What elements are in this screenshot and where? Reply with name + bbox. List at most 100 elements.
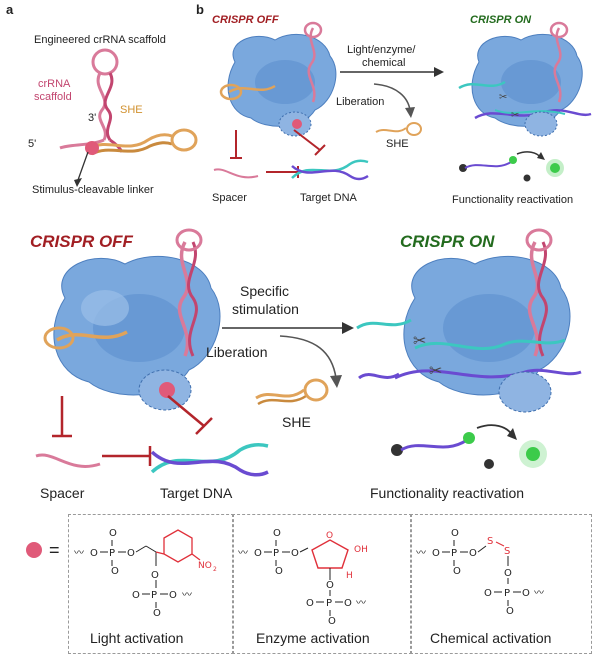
svg-text:O: O — [132, 590, 140, 601]
panel-b-reactivation: Functionality reactivation — [452, 194, 574, 206]
svg-text:O: O — [291, 548, 299, 559]
main-reporter — [391, 424, 547, 469]
crrna-label-line1: crRNA — [38, 78, 71, 90]
svg-text:O: O — [90, 548, 98, 559]
panel-b-stim-arrow — [340, 67, 444, 77]
oh-text: OH — [354, 545, 368, 555]
no2-subscript: 2 — [213, 566, 217, 573]
panel-a-letter: a — [6, 2, 14, 17]
svg-text:〰: 〰 — [74, 548, 84, 559]
svg-text:P: P — [326, 598, 332, 609]
panel-b-target-label: Target DNA — [300, 192, 357, 204]
svg-text:O: O — [111, 566, 119, 577]
svg-text:O: O — [273, 528, 281, 539]
panel-b-spacer-strand — [213, 168, 259, 179]
panel-b-reporter — [459, 151, 564, 182]
panel-b-liberation: Liberation — [336, 96, 385, 108]
prime-3-label: 3' — [88, 112, 97, 124]
svg-text:O: O — [127, 548, 135, 559]
svg-text:✂: ✂ — [429, 361, 442, 380]
svg-text:O: O — [506, 606, 514, 617]
enzyme-activation-label: Enzyme activation — [256, 630, 370, 646]
svg-text:O: O — [169, 590, 177, 601]
main-off-title: CRISPR OFF — [30, 232, 133, 251]
light-linker-structure: 〰 O P O O O NO 2 O O P O 〰 O — [74, 528, 217, 619]
main-target-dna — [150, 443, 269, 477]
main-liberation-arrow — [279, 335, 342, 388]
panel-b-letter: b — [196, 2, 204, 17]
svg-text:〰: 〰 — [182, 590, 192, 601]
main-spacer-label: Spacer — [40, 485, 85, 501]
panel-b-on-title: CRISPR ON — [470, 14, 532, 26]
svg-text:O: O — [504, 568, 512, 579]
chem-box-enzyme — [232, 514, 412, 654]
svg-text:✂: ✂ — [413, 331, 426, 350]
linker-ball-legend — [26, 542, 42, 558]
chem-box-chemical — [410, 514, 592, 654]
linker-arrow-a — [74, 151, 89, 187]
panel-b-target-dna — [291, 159, 369, 181]
svg-text:P: P — [109, 548, 115, 559]
chemical-activation-label: Chemical activation — [430, 630, 552, 646]
she-hairpin-b — [375, 122, 422, 136]
protein-on-large: ✂ ✂ — [356, 228, 582, 413]
svg-text:O: O — [328, 616, 336, 627]
she-hairpin-a — [89, 128, 198, 156]
main-on-title: CRISPR ON — [400, 232, 495, 251]
svg-text:O: O — [432, 548, 440, 559]
svg-text:O: O — [451, 528, 459, 539]
svg-text:O: O — [469, 548, 477, 559]
main-she-label: SHE — [282, 414, 311, 430]
panel-b-stim-line1: Light/enzyme/ — [347, 44, 416, 56]
svg-text:O: O — [344, 598, 352, 609]
she-hairpin-main — [255, 378, 329, 406]
crrna-label-line2: scaffold — [34, 91, 72, 103]
main-liberation: Liberation — [206, 344, 268, 360]
main-spacer-strand — [35, 453, 101, 468]
enzyme-linker-structure: 〰 O P O O O O OH H O O P O 〰 O — [238, 528, 368, 627]
main-stim-line2: stimulation — [232, 301, 299, 317]
svg-text:O: O — [484, 588, 492, 599]
cleavable-linker-ball-a — [85, 141, 99, 155]
main-stim-arrow — [222, 322, 354, 334]
chem-box-light — [68, 514, 234, 654]
svg-text:O: O — [326, 580, 334, 591]
prime-5-label: 5' — [28, 138, 37, 150]
panel-a-title: Engineered crRNA scaffold — [34, 34, 166, 46]
chemical-linker-structure: 〰 O P O O O S S O O P O 〰 O — [416, 528, 544, 617]
equals-sign: = — [49, 540, 60, 560]
svg-text:〰: 〰 — [534, 588, 544, 599]
main-reactivation: Functionality reactivation — [370, 485, 525, 501]
svg-text:O: O — [109, 528, 117, 539]
panel-b-stim-line2: chemical — [362, 57, 406, 69]
svg-text:〰: 〰 — [356, 598, 366, 609]
svg-text:O: O — [153, 608, 161, 619]
protein-off-small — [219, 21, 337, 137]
h-text: H — [346, 571, 353, 581]
main-inhibition — [52, 395, 213, 466]
svg-text:O: O — [151, 570, 159, 581]
svg-text:P: P — [451, 548, 457, 559]
svg-text:〰: 〰 — [416, 548, 426, 559]
protein-off-large — [43, 228, 221, 411]
svg-text:P: P — [504, 588, 510, 599]
linker-label: Stimulus-cleavable linker — [32, 184, 154, 196]
svg-text:O: O — [306, 598, 314, 609]
svg-text:O: O — [326, 531, 333, 541]
she-label-a: SHE — [120, 104, 143, 116]
svg-text:O: O — [275, 566, 283, 577]
svg-text:P: P — [273, 548, 279, 559]
main-stim-line1: Specific — [240, 283, 290, 299]
svg-text:✂: ✂ — [499, 92, 507, 103]
panel-b-she: SHE — [386, 138, 409, 150]
no2-text: NO — [198, 561, 212, 571]
svg-text:O: O — [522, 588, 530, 599]
panel-b-liberation-arrow — [373, 83, 415, 118]
light-activation-label: Light activation — [90, 630, 184, 646]
svg-text:〰: 〰 — [238, 548, 248, 559]
svg-text:O: O — [254, 548, 262, 559]
sulfur-1: S — [487, 536, 493, 547]
svg-text:O: O — [453, 566, 461, 577]
panel-b-off-title: CRISPR OFF — [212, 14, 279, 26]
sulfur-2: S — [504, 546, 510, 557]
